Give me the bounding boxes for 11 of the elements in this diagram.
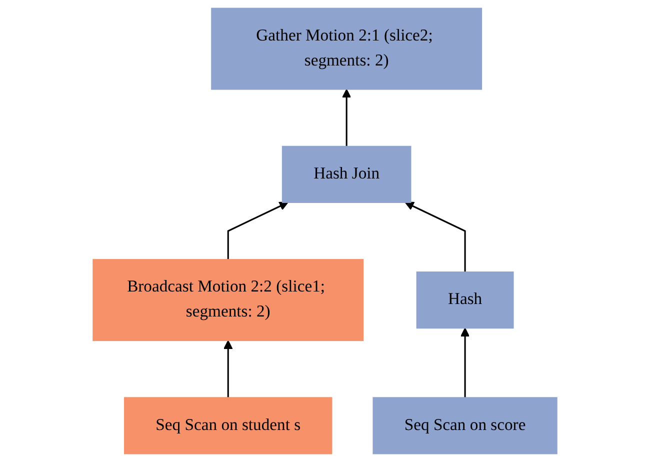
arrow	[342, 88, 352, 146]
arrow	[227, 202, 288, 260]
node-box: Hash Join	[282, 146, 412, 203]
node-box: Hash	[416, 272, 514, 329]
node-box: Gather Motion 2:1 (slice2; segments: 2)	[211, 8, 482, 90]
arrow	[460, 328, 470, 398]
node-box: Seq Scan on student s	[124, 397, 332, 454]
arrow	[224, 340, 233, 398]
arrow	[404, 202, 466, 272]
node-box: Seq Scan on score	[372, 397, 558, 454]
node-box: Broadcast Motion 2:2 (slice1; segments: 2)	[92, 259, 364, 342]
